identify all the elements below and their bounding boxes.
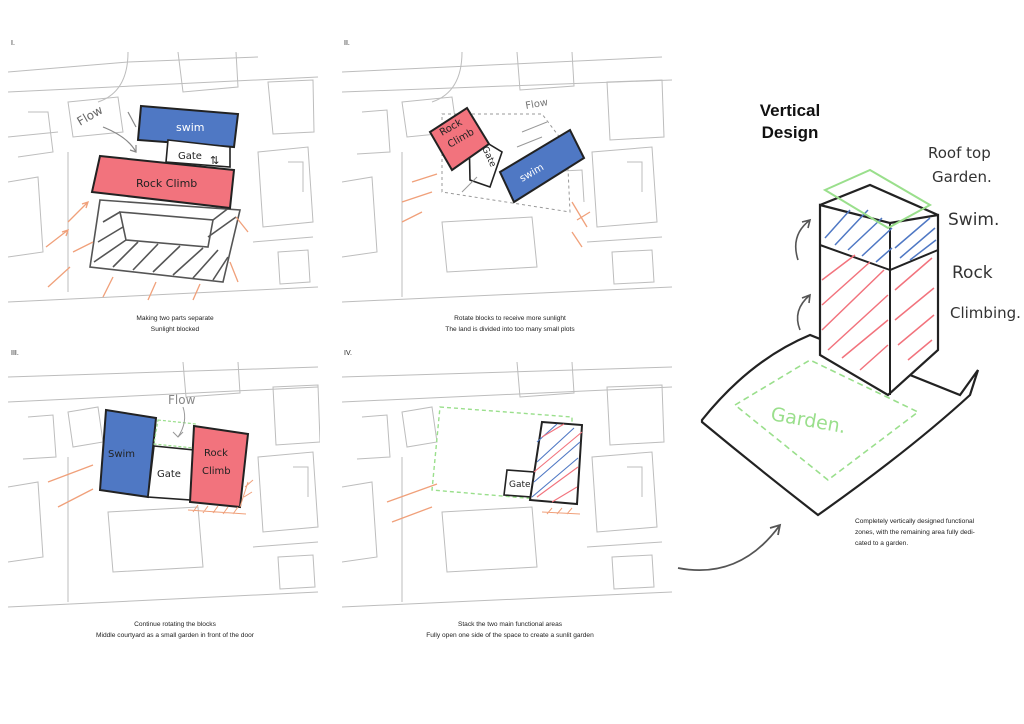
- up-arrows: [794, 218, 812, 331]
- hatch-edge: [187, 479, 254, 515]
- panel-3: Flow Swim Gate Rock Climb: [8, 362, 320, 612]
- caption-line: Stack the two main functional areas: [457, 621, 563, 628]
- panel-4-diagram: Gate: [342, 362, 673, 608]
- panel-2-caption: Rotate blocks to receive more sunlight T…: [390, 313, 630, 335]
- hatched-block: [89, 199, 241, 283]
- gate-block: [165, 139, 231, 168]
- rock-climb-label: Rock Climb: [136, 177, 197, 190]
- city-map: [342, 362, 673, 608]
- rock-hatch: [821, 254, 935, 371]
- sun-arrows: [401, 173, 591, 248]
- tower: [818, 168, 940, 397]
- caption-line: Continue rotating the blocks: [134, 621, 216, 628]
- panel-number: III.: [11, 350, 19, 357]
- panel-1-diagram: Flow swim Gate Rock Climb ⇅: [8, 52, 319, 303]
- rock-climb-block: [90, 154, 236, 210]
- caption-line: cated to a garden.: [855, 540, 909, 547]
- title-line: Design: [761, 123, 819, 142]
- rooftop-garden-outline: [822, 168, 933, 230]
- caption-line: Fully open one side of the space to crea…: [426, 632, 594, 639]
- caption-line: Sunlight blocked: [150, 326, 200, 333]
- pointer-arrow: [677, 523, 782, 572]
- swim-label: swim: [176, 121, 205, 134]
- sun-arrows: [47, 464, 94, 508]
- vertical-design-svg: Roof top Garden. Swim. Rock Climbing. Ga…: [677, 144, 1020, 572]
- panel-number: IV.: [344, 350, 352, 357]
- stacked-tower: [528, 420, 584, 506]
- city-map: [342, 52, 673, 303]
- gate-label: Gate: [509, 480, 531, 490]
- flow-label: Flow: [168, 393, 196, 407]
- site-outline: [441, 113, 571, 213]
- caption-line: Middle courtyard as a small garden in fr…: [96, 632, 254, 639]
- rock-label: Rock: [952, 263, 993, 283]
- caption-line: Rotate blocks to receive more sunlight: [454, 315, 566, 322]
- climb-label: Climb: [202, 466, 231, 477]
- panel-number: II.: [344, 40, 350, 47]
- panel-1: Flow swim Gate Rock Climb ⇅: [8, 52, 320, 308]
- panel-1-caption: Making two parts separate Sunlight block…: [60, 313, 290, 335]
- panel-2-diagram: Flow Rock Climb Gate swim: [342, 52, 673, 303]
- title-line: Vertical: [759, 101, 821, 120]
- panel-2: Flow Rock Climb Gate swim: [342, 52, 676, 308]
- city-map: [8, 52, 319, 303]
- gate-label: Gate: [178, 151, 202, 162]
- swim-block: [498, 128, 586, 204]
- caption-line: Making two parts separate: [136, 315, 214, 322]
- vertical-design-diagram: Roof top Garden. Swim. Rock Climbing. Ga…: [670, 130, 1020, 580]
- panel-4: Gate: [342, 362, 676, 612]
- sun-arrows: [45, 200, 249, 301]
- rock-climb-block: [428, 106, 491, 172]
- caption-line: zones, with the remaining area fully ded…: [855, 529, 975, 536]
- hatch-edge: [541, 507, 581, 515]
- rooftop-label: Garden.: [932, 168, 992, 186]
- caption-line: The land is divided into too many small …: [445, 326, 575, 333]
- flow-arrow: [172, 406, 186, 438]
- flow-label: Flow: [75, 103, 106, 129]
- swim-block: [136, 104, 240, 149]
- flow-label: Flow: [525, 97, 549, 112]
- updown-arrow-icon: ⇅: [210, 155, 219, 167]
- ground-plane: [700, 333, 980, 517]
- sun-arrows: [386, 483, 438, 523]
- swim-label: Swim.: [948, 210, 999, 230]
- climbing-label: Climbing.: [950, 304, 1020, 322]
- swim-label: Swim: [108, 449, 135, 460]
- vertical-design-caption: Completely vertically designed functiona…: [855, 516, 1005, 549]
- panel-4-caption: Stack the two main functional areas Full…: [380, 619, 640, 641]
- panel-number: I.: [11, 40, 15, 47]
- flow-arrow: [102, 111, 137, 153]
- vertical-design-title: Vertical Design: [740, 100, 840, 144]
- panel-3-diagram: Flow Swim Gate Rock Climb: [8, 362, 320, 608]
- swim-hatch: [824, 209, 937, 263]
- gate-label: Gate: [157, 469, 181, 480]
- flow-arrows: [461, 121, 548, 193]
- panel-3-caption: Continue rotating the blocks Middle cour…: [50, 619, 300, 641]
- caption-line: Completely vertically designed functiona…: [855, 518, 975, 525]
- rooftop-label: Roof top: [928, 144, 991, 162]
- city-map: [8, 362, 320, 608]
- rock-label: Rock: [204, 448, 228, 459]
